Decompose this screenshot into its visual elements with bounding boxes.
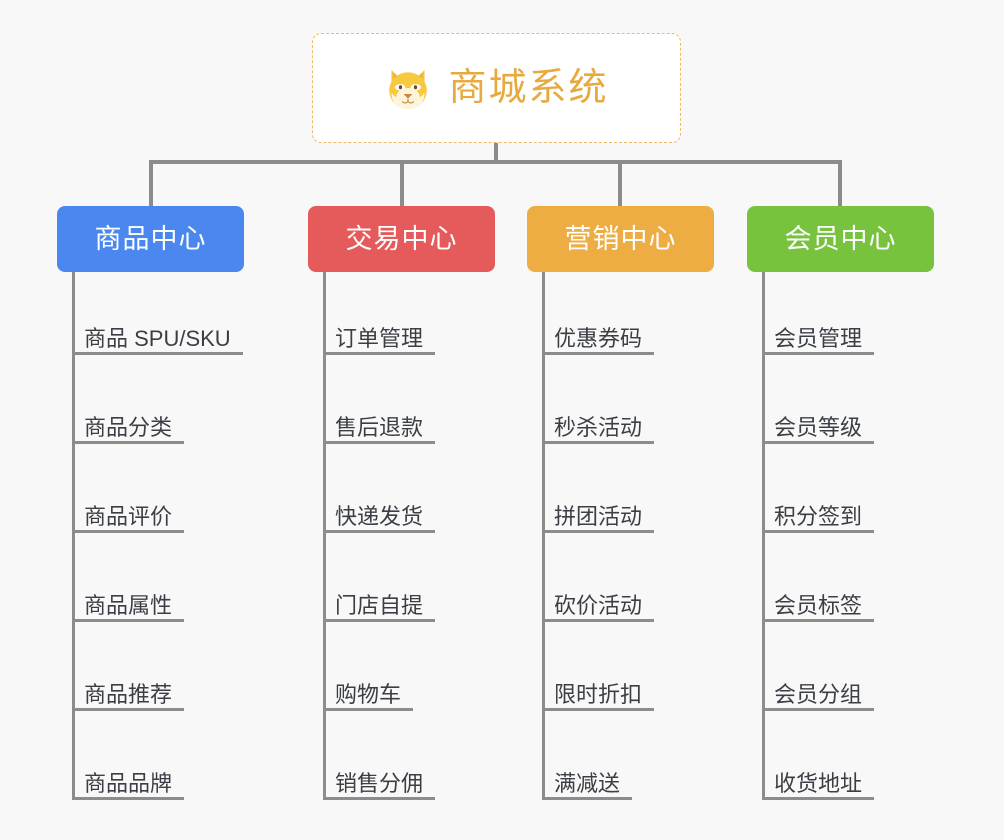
leaf-item-label: 积分签到 <box>774 503 863 529</box>
leaf-item[interactable]: 秒杀活动 <box>542 414 655 444</box>
leaf-item[interactable]: 销售分佣 <box>323 770 436 800</box>
leaf-item-label: 订单管理 <box>335 325 424 351</box>
root-title: 商城系统 <box>448 67 609 109</box>
connector-horizontal-bus <box>149 160 842 164</box>
leaf-item-label: 销售分佣 <box>335 770 424 796</box>
leaf-item-label: 会员分组 <box>774 681 863 707</box>
leaf-item[interactable]: 会员等级 <box>762 414 875 444</box>
leaf-item-label: 售后退款 <box>335 414 424 440</box>
connector-drop-3 <box>618 160 622 206</box>
leaf-item[interactable]: 会员标签 <box>762 592 875 622</box>
category-label: 营销中心 <box>564 223 677 254</box>
leaf-item[interactable]: 商品推荐 <box>72 681 185 711</box>
shiba-dog-face-icon <box>389 70 428 109</box>
leaf-item-label: 会员管理 <box>774 325 863 351</box>
leaf-item-label: 门店自提 <box>335 592 424 618</box>
category-label: 商品中心 <box>94 223 207 254</box>
leaf-item-label: 快递发货 <box>335 503 424 529</box>
category-card-trade[interactable]: 交易中心 <box>308 206 495 272</box>
connector-drop-2 <box>400 160 404 206</box>
leaf-item-label: 拼团活动 <box>554 503 643 529</box>
leaf-item-label: 会员等级 <box>774 414 863 440</box>
leaf-item-label: 会员标签 <box>774 592 863 618</box>
root-node-shop-system[interactable]: 商城系统 <box>312 33 681 143</box>
category-card-product[interactable]: 商品中心 <box>57 206 244 272</box>
leaf-item[interactable]: 限时折扣 <box>542 681 655 711</box>
leaf-item[interactable]: 订单管理 <box>323 325 436 355</box>
column-spine <box>542 272 545 800</box>
leaf-item[interactable]: 商品评价 <box>72 503 185 533</box>
category-card-member[interactable]: 会员中心 <box>747 206 934 272</box>
leaf-item[interactable]: 拼团活动 <box>542 503 655 533</box>
leaf-item-label: 购物车 <box>335 681 402 707</box>
leaf-item[interactable]: 快递发货 <box>323 503 436 533</box>
leaf-item-label: 商品推荐 <box>84 681 173 707</box>
leaf-item[interactable]: 满减送 <box>542 770 633 800</box>
leaf-item-label: 砍价活动 <box>554 592 643 618</box>
column-spine <box>762 272 765 800</box>
connector-drop-4 <box>838 160 842 206</box>
category-label: 交易中心 <box>345 223 458 254</box>
leaf-item[interactable]: 优惠券码 <box>542 325 655 355</box>
leaf-item[interactable]: 积分签到 <box>762 503 875 533</box>
leaf-item-label: 商品品牌 <box>84 770 173 796</box>
connector-drop-1 <box>149 160 153 206</box>
column-spine <box>72 272 75 800</box>
connector-root-stem <box>494 143 498 163</box>
leaf-item[interactable]: 商品分类 <box>72 414 185 444</box>
leaf-item[interactable]: 商品品牌 <box>72 770 185 800</box>
leaf-item[interactable]: 收货地址 <box>762 770 875 800</box>
leaf-item-label: 满减送 <box>554 770 621 796</box>
leaf-item[interactable]: 砍价活动 <box>542 592 655 622</box>
leaf-item-label: 优惠券码 <box>554 325 643 351</box>
category-card-marketing[interactable]: 营销中心 <box>527 206 714 272</box>
leaf-item-label: 商品属性 <box>84 592 173 618</box>
leaf-item-label: 限时折扣 <box>554 681 643 707</box>
leaf-item[interactable]: 会员管理 <box>762 325 875 355</box>
leaf-item[interactable]: 商品属性 <box>72 592 185 622</box>
column-spine <box>323 272 326 800</box>
leaf-item-label: 商品分类 <box>84 414 173 440</box>
leaf-item[interactable]: 售后退款 <box>323 414 436 444</box>
leaf-item-label: 收货地址 <box>774 770 863 796</box>
category-label: 会员中心 <box>784 223 897 254</box>
leaf-item-label: 商品 SPU/SKU <box>84 325 231 351</box>
leaf-item[interactable]: 会员分组 <box>762 681 875 711</box>
leaf-item[interactable]: 商品 SPU/SKU <box>72 326 243 355</box>
leaf-item-label: 秒杀活动 <box>554 414 643 440</box>
leaf-item[interactable]: 门店自提 <box>323 592 436 622</box>
leaf-item[interactable]: 购物车 <box>323 681 414 711</box>
leaf-item-label: 商品评价 <box>84 503 173 529</box>
